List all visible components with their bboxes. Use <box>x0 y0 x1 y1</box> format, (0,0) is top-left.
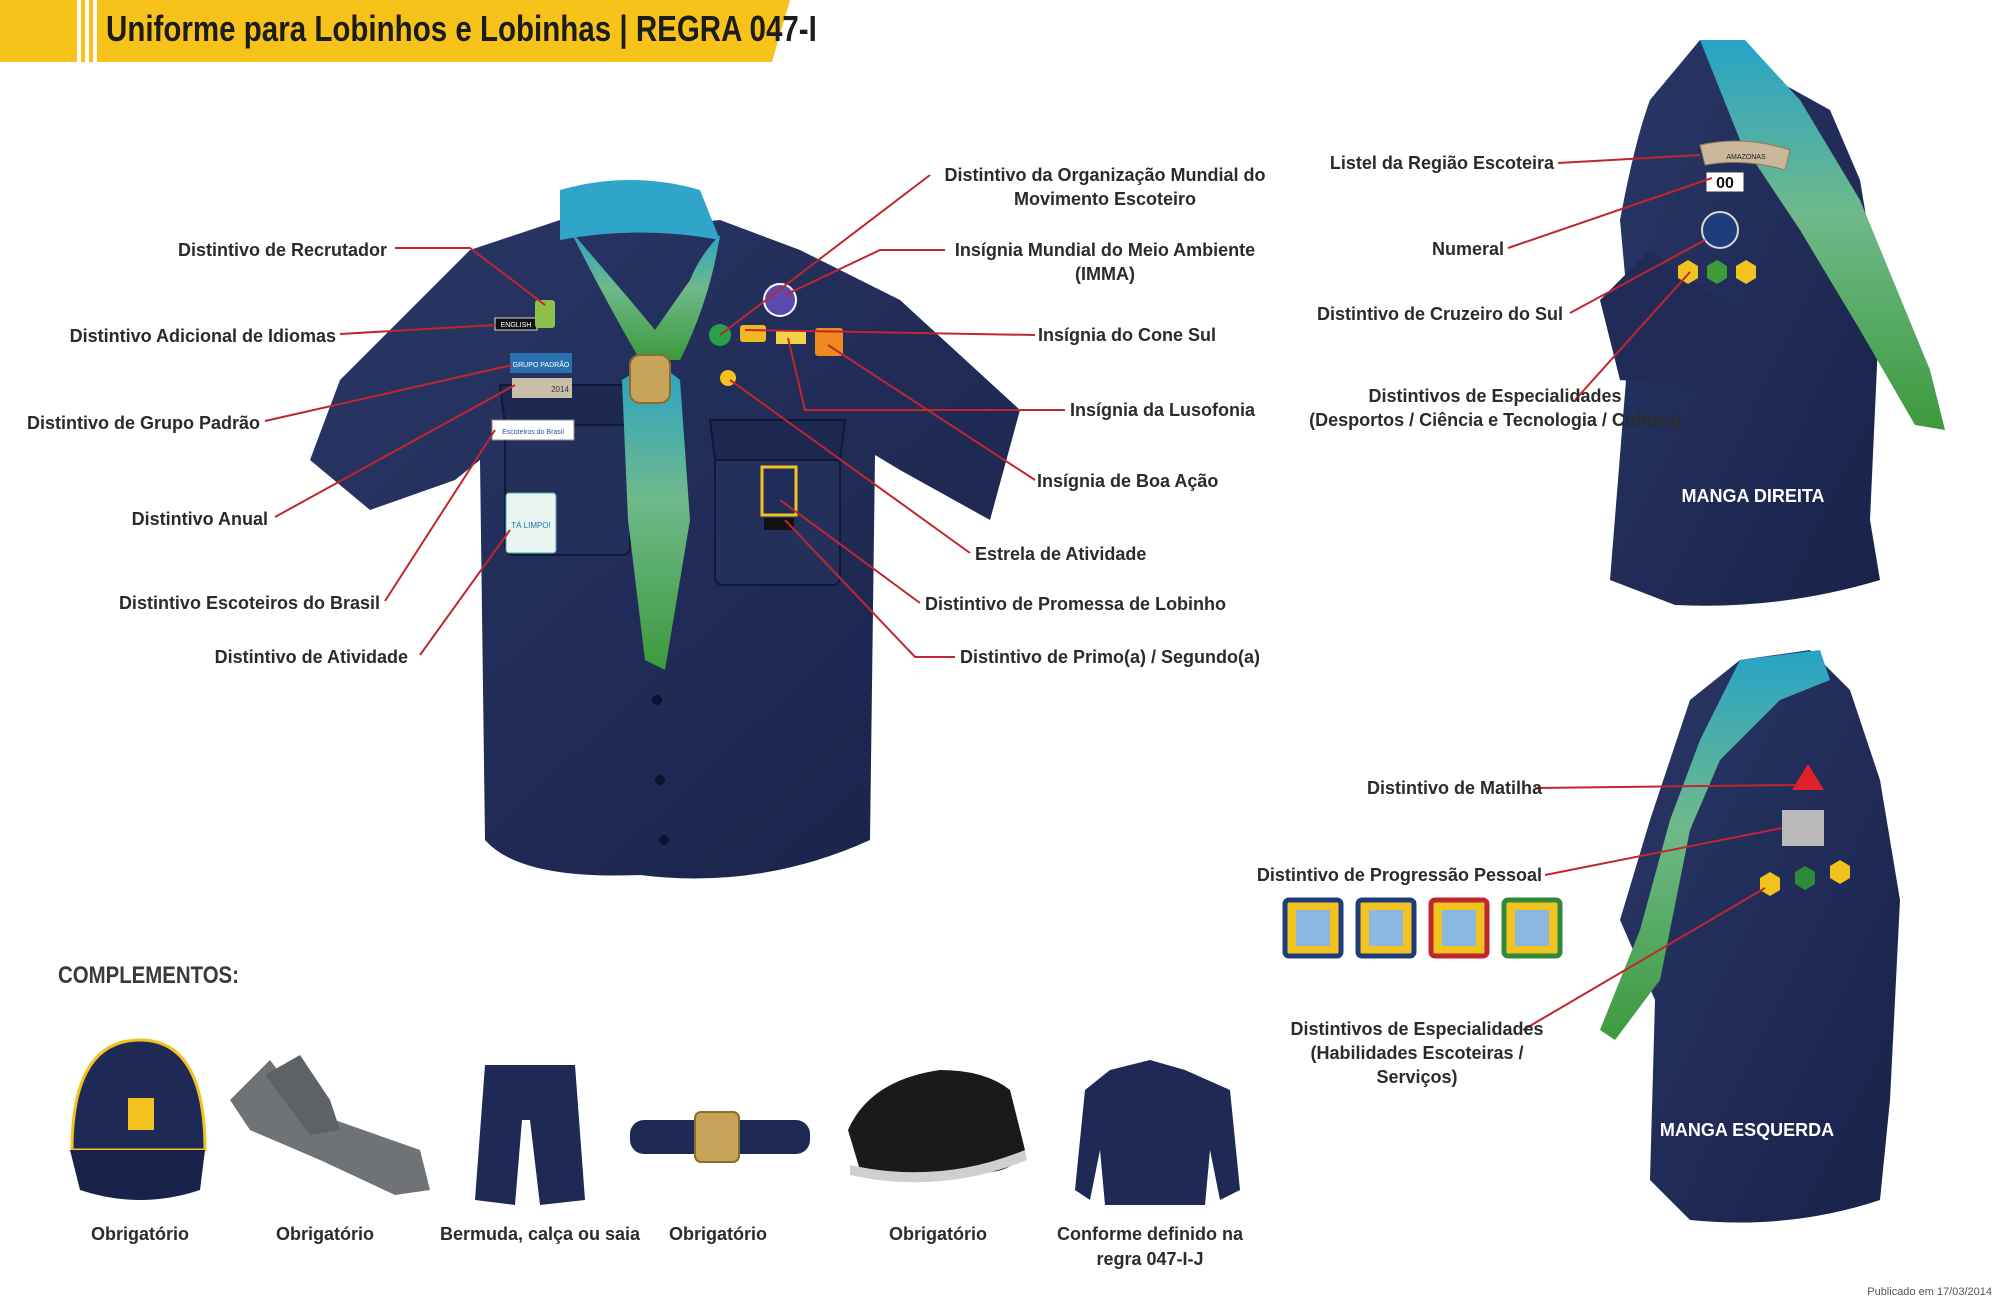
label-promessa: Distintivo de Promessa de Lobinho <box>925 594 1227 614</box>
caption-bermuda: Bermuda, calça ou saia <box>439 1224 641 1244</box>
label-idiomas: Distintivo Adicional de Idiomas <box>69 326 336 346</box>
svg-text:00: 00 <box>1716 175 1734 192</box>
right-sleeve-illustration: AMAZONAS 00 <box>1600 40 1945 606</box>
label-numeral: Numeral <box>1431 239 1504 259</box>
label-especialidades-esquerda: Distintivos de Especialidades(Habilidade… <box>1290 1019 1544 1087</box>
cap-illustration <box>70 1038 207 1200</box>
header-banner <box>0 0 790 62</box>
label-imma: Insígnia Mundial do Meio Ambiente(IMMA) <box>954 240 1256 284</box>
shoe-illustration <box>848 1070 1027 1183</box>
label-boa-acao: Insígnia de Boa Ação <box>1037 471 1219 491</box>
page-title: Uniforme para Lobinhos e Lobinhas | REGR… <box>106 8 817 49</box>
published-date: Publicado em 17/03/2014 <box>1867 1286 1992 1298</box>
svg-text:ENGLISH: ENGLISH <box>501 322 532 329</box>
label-recrutador: Distintivo de Recrutador <box>177 240 387 260</box>
svg-text:TÁ LIMPO!: TÁ LIMPO! <box>511 521 551 530</box>
svg-text:GRUPO PADRÃO: GRUPO PADRÃO <box>513 360 570 369</box>
belt-illustration <box>630 1111 810 1163</box>
label-cruzeiro: Distintivo de Cruzeiro do Sul <box>1316 304 1563 324</box>
label-matilha: Distintivo de Matilha <box>1366 778 1542 798</box>
label-especialidades-direita: Distintivos de Especialidades(Desportos … <box>1309 386 1681 430</box>
caption-meias: Obrigatório <box>276 1224 374 1244</box>
complementos-title: COMPLEMENTOS: <box>58 962 239 989</box>
svg-text:AMAZONAS: AMAZONAS <box>1726 154 1766 161</box>
label-lusofonia: Insígnia da Lusofonia <box>1070 400 1256 420</box>
label-escoteiros-brasil: Distintivo Escoteiros do Brasil <box>118 593 380 613</box>
caption-cinto: Obrigatório <box>669 1224 767 1244</box>
progression-badges <box>1282 897 1563 959</box>
label-anual: Distintivo Anual <box>131 509 268 529</box>
label-estrela: Estrela de Atividade <box>975 544 1147 564</box>
caption-tenis: Obrigatório <box>889 1224 987 1244</box>
leader-lines <box>264 154 1796 1031</box>
right-sleeve-title: MANGA DIREITA <box>1682 486 1825 506</box>
svg-text:Escoteiros do Brasil: Escoteiros do Brasil <box>502 429 564 436</box>
left-sleeve-title: MANGA ESQUERDA <box>1660 1120 1834 1140</box>
label-listel: Listel da Região Escoteira <box>1329 153 1554 173</box>
left-sleeve-illustration <box>1600 650 1900 1223</box>
label-grupo-padrao: Distintivo de Grupo Padrão <box>26 413 260 433</box>
socks-illustration <box>230 1055 430 1195</box>
jacket-illustration <box>1075 1060 1240 1205</box>
shirt-front: ENGLISH GRUPO PADRÃO 2014 Escoteiros do … <box>310 180 1020 879</box>
label-primo: Distintivo de Primo(a) / Segundo(a) <box>960 647 1261 667</box>
shorts-illustration <box>475 1065 585 1205</box>
label-cone-sul: Insígnia do Cone Sul <box>1038 325 1217 345</box>
svg-text:2014: 2014 <box>551 385 569 394</box>
caption-bone: Obrigatório <box>91 1224 189 1244</box>
label-atividade: Distintivo de Atividade <box>214 647 408 667</box>
label-progressao: Distintivo de Progressão Pessoal <box>1256 865 1542 885</box>
